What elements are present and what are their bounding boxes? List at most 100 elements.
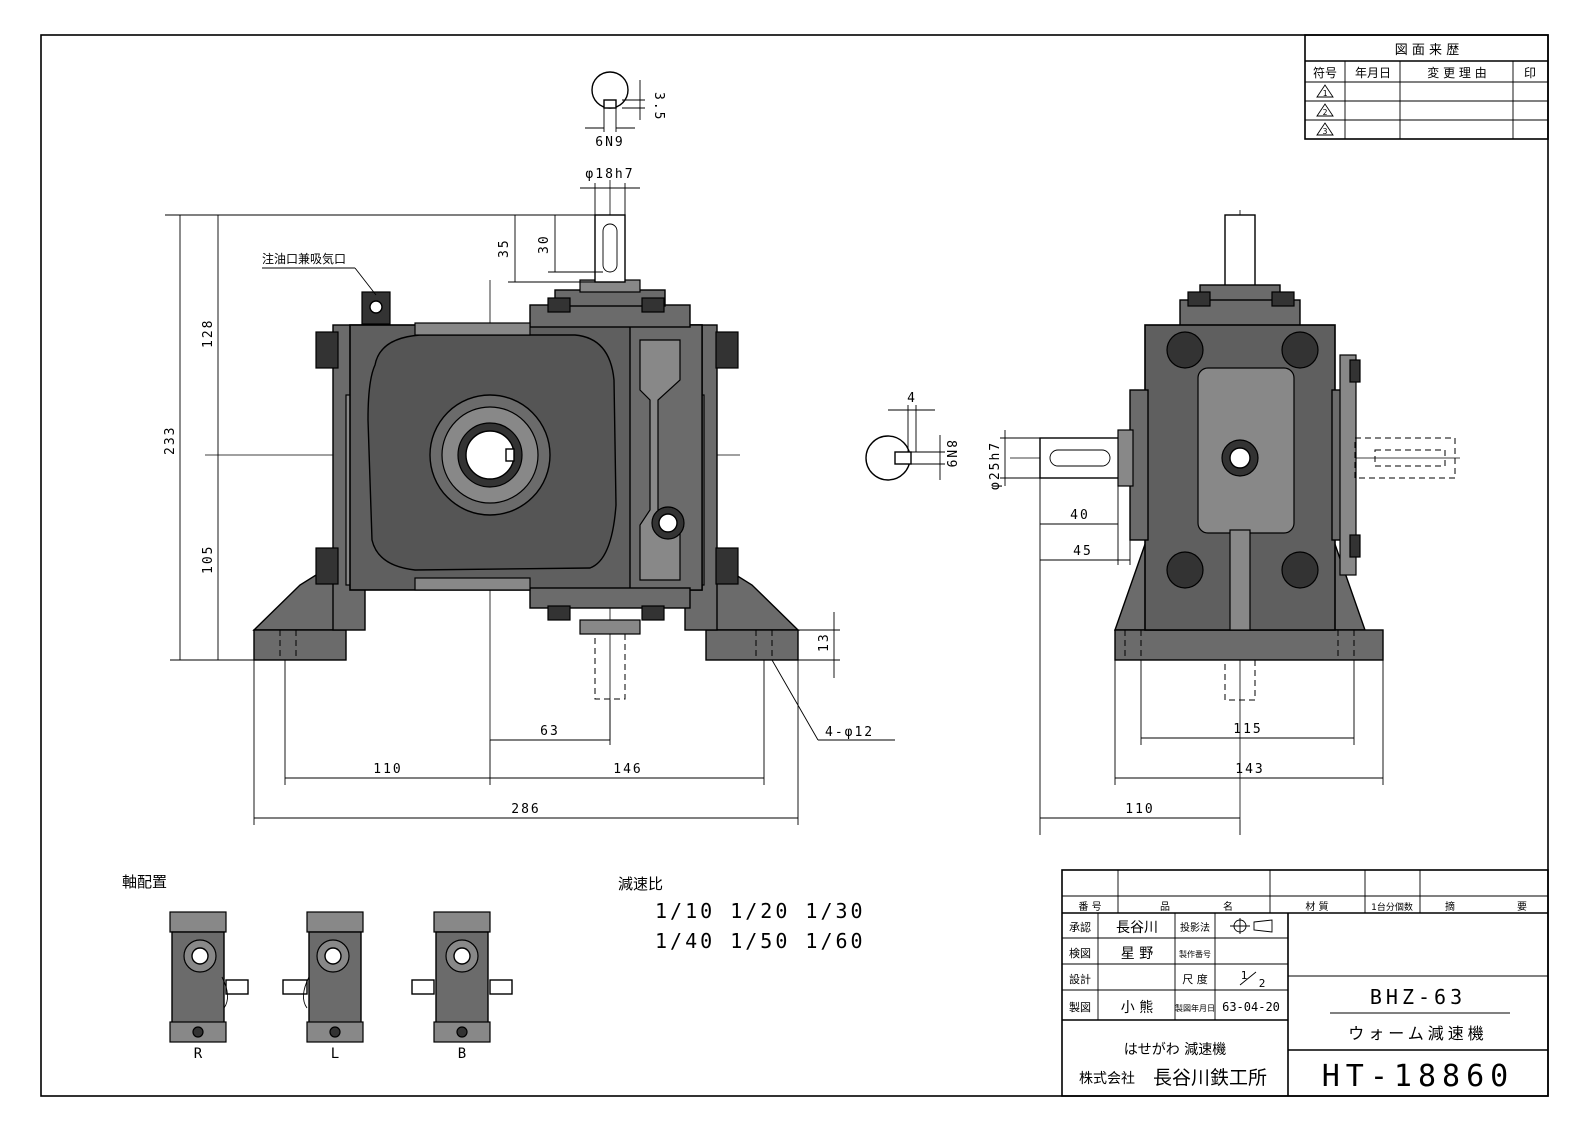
bottom-bearing-cap <box>529 587 691 609</box>
side-top-shaft <box>1224 214 1256 288</box>
arrangement-label-B: B <box>458 1046 466 1062</box>
top-bolt-left <box>547 297 571 313</box>
side-left-shaft <box>1039 437 1121 479</box>
company-line2a: 株式会社 <box>1079 1071 1135 1087</box>
revision-col-reason: 変 更 理 由 <box>1427 65 1486 80</box>
svg-text:3: 3 <box>1323 127 1328 136</box>
oil-port-label: 注油口兼吸気口 <box>262 251 346 266</box>
side-dim-143: 143 <box>1235 762 1264 777</box>
scale-value: 1 2 <box>1239 969 1266 990</box>
dim-233: 233 <box>163 426 178 455</box>
side-bolt-3 <box>1166 551 1204 589</box>
reduction-row2: 1/40 1/50 1/60 <box>655 929 866 953</box>
bolt-left-bottom <box>315 547 339 585</box>
side-dimensions: φ25h7 40 45 115 143 110 <box>988 430 1384 835</box>
dim-30: 30 <box>537 234 552 254</box>
drawing-no-label: 製作番号 <box>1179 949 1211 959</box>
designed-label: 設計 <box>1069 972 1091 986</box>
bolt-right-top <box>715 331 739 369</box>
col-qty: 1台分個数 <box>1371 901 1413 913</box>
svg-text:1: 1 <box>1241 969 1248 982</box>
side-base <box>1114 629 1384 661</box>
col-material: 材 質 <box>1305 900 1328 913</box>
projection-symbol <box>1230 918 1273 934</box>
left-foot <box>253 629 347 661</box>
drawing-number: HT-18860 <box>1322 1059 1515 1094</box>
col-remarks-2: 要 <box>1517 901 1527 913</box>
col-name-2: 名 <box>1223 900 1233 913</box>
date-value: 63-04-20 <box>1222 1000 1280 1014</box>
side-shaft-dia: φ25h7 <box>988 441 1003 490</box>
top-shaft <box>594 214 626 283</box>
arrangement-L <box>282 911 364 1043</box>
side-bolt-2 <box>1281 331 1319 369</box>
col-name-1: 品 <box>1160 901 1170 913</box>
revision-col-date: 年月日 <box>1355 66 1391 80</box>
side-dim-115: 115 <box>1233 722 1262 737</box>
revision-col-seal: 印 <box>1524 66 1536 80</box>
checked-label: 検図 <box>1069 946 1091 960</box>
key-top-width: 6N9 <box>595 135 624 150</box>
svg-text:2: 2 <box>1259 977 1266 990</box>
front-dimensions: 6N9 3.5 φ18h7 35 30 233 128 105 13 63 <box>163 71 895 825</box>
arrangement-B <box>411 911 513 1043</box>
section-detail: 4 8N9 <box>865 391 958 481</box>
revision-mark-2: 2 <box>1316 103 1334 117</box>
reduction-ratio: 減速比 1/10 1/20 1/30 1/40 1/50 1/60 <box>618 875 866 953</box>
front-view <box>205 180 800 740</box>
revision-col-mark: 符号 <box>1313 65 1337 80</box>
svg-text:1: 1 <box>1323 89 1328 98</box>
product-name: ウォーム減速機 <box>1348 1024 1488 1043</box>
key-top-depth: 3.5 <box>651 92 666 121</box>
section-key-width: 8N9 <box>943 440 958 469</box>
keyway <box>505 448 515 462</box>
model-number: BHZ-63 <box>1370 985 1466 1009</box>
right-foot <box>705 629 799 661</box>
dim-146: 146 <box>613 762 642 777</box>
shaft-top-dia: φ18h7 <box>585 167 634 182</box>
side-dim-110: 110 <box>1125 802 1154 817</box>
svg-text:2: 2 <box>1323 108 1328 117</box>
scale-label: 尺 度 <box>1182 972 1208 986</box>
bottom-shaft-hidden <box>594 633 626 700</box>
dim-128: 128 <box>201 319 216 348</box>
drawn-name: 小 熊 <box>1121 1000 1153 1016</box>
revision-table: 図 面 来 歴 符号 年月日 変 更 理 由 印 1 2 3 <box>1304 34 1549 140</box>
shaft-arrangement: 軸配置 R L <box>122 873 513 1062</box>
revision-mark-1: 1 <box>1316 84 1334 98</box>
dim-35: 35 <box>497 238 512 258</box>
dim-105: 105 <box>201 545 216 574</box>
dim-13: 13 <box>817 632 832 652</box>
side-dim-40: 40 <box>1070 508 1090 523</box>
col-remarks-1: 摘 <box>1445 900 1455 913</box>
drawing-border <box>40 34 1549 1097</box>
projection-label: 投影法 <box>1180 921 1210 934</box>
side-view <box>1010 210 1460 820</box>
checked-name: 星 野 <box>1121 946 1153 962</box>
approved-label: 承認 <box>1069 920 1091 934</box>
dim-110: 110 <box>373 762 402 777</box>
bolt-right-bottom <box>715 547 739 585</box>
dim-63: 63 <box>540 724 560 739</box>
top-bolt-right <box>641 297 665 313</box>
company-line1: はせがわ 減速機 <box>1124 1041 1226 1058</box>
holes-label: 4-φ12 <box>825 725 874 740</box>
side-bolt-1 <box>1166 331 1204 369</box>
company-line2b: 長谷川鉄工所 <box>1153 1067 1267 1089</box>
side-dim-45: 45 <box>1073 544 1093 559</box>
drawn-label: 製図 <box>1069 1000 1091 1014</box>
title-block: 番 号 品 名 材 質 1台分個数 摘 要 承認 長谷川 検図 星 野 設計 製… <box>1061 869 1549 1097</box>
side-bolt-4 <box>1281 551 1319 589</box>
approved-name: 長谷川 <box>1116 920 1158 936</box>
bolt-left-top <box>315 331 339 369</box>
side-right-shaft-hidden <box>1354 437 1456 479</box>
arrangement-label-L: L <box>331 1046 339 1062</box>
revision-mark-3: 3 <box>1316 122 1334 136</box>
col-number: 番 号 <box>1078 901 1101 913</box>
reduction-row1: 1/10 1/20 1/30 <box>655 899 866 923</box>
section-dim-4: 4 <box>907 391 917 406</box>
reduction-title: 減速比 <box>618 875 663 893</box>
dim-286: 286 <box>511 802 540 817</box>
shaft-arrangement-title: 軸配置 <box>122 873 167 891</box>
